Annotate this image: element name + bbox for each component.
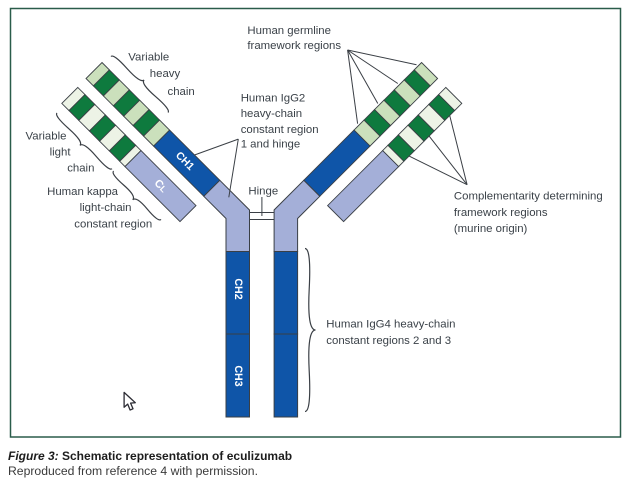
svg-text:Variable: Variable xyxy=(26,130,67,142)
svg-text:1 and hinge: 1 and hinge xyxy=(241,139,301,151)
svg-text:heavy: heavy xyxy=(150,68,181,80)
svg-text:Complementarity determining: Complementarity determining xyxy=(454,190,603,202)
svg-text:framework regions: framework regions xyxy=(454,207,548,219)
svg-text:chain: chain xyxy=(67,163,94,175)
svg-text:Human IgG2: Human IgG2 xyxy=(241,93,306,105)
svg-text:light-chain: light-chain xyxy=(80,202,132,214)
svg-text:Reproduced from reference 4 wi: Reproduced from reference 4 with permiss… xyxy=(8,464,258,478)
svg-text:heavy-chain: heavy-chain xyxy=(241,108,302,120)
svg-text:(murine origin): (murine origin) xyxy=(454,223,528,235)
svg-text:chain: chain xyxy=(168,86,195,98)
svg-text:CH2: CH2 xyxy=(232,278,244,299)
svg-text:Hinge: Hinge xyxy=(248,185,278,197)
svg-text:CH3: CH3 xyxy=(232,365,244,386)
svg-text:Figure 3: Schematic representa: Figure 3: Schematic representation of ec… xyxy=(8,449,292,463)
svg-text:light: light xyxy=(50,147,72,159)
svg-text:constant region: constant region xyxy=(74,218,152,230)
svg-text:Human kappa: Human kappa xyxy=(47,186,119,198)
svg-text:framework regions: framework regions xyxy=(247,40,341,52)
svg-text:constant regions 2 and 3: constant regions 2 and 3 xyxy=(326,335,451,347)
svg-text:Variable: Variable xyxy=(128,51,169,63)
svg-text:Human germline: Human germline xyxy=(247,25,331,37)
svg-text:Human IgG4 heavy-chain: Human IgG4 heavy-chain xyxy=(326,318,455,330)
svg-text:constant region: constant region xyxy=(241,124,319,136)
